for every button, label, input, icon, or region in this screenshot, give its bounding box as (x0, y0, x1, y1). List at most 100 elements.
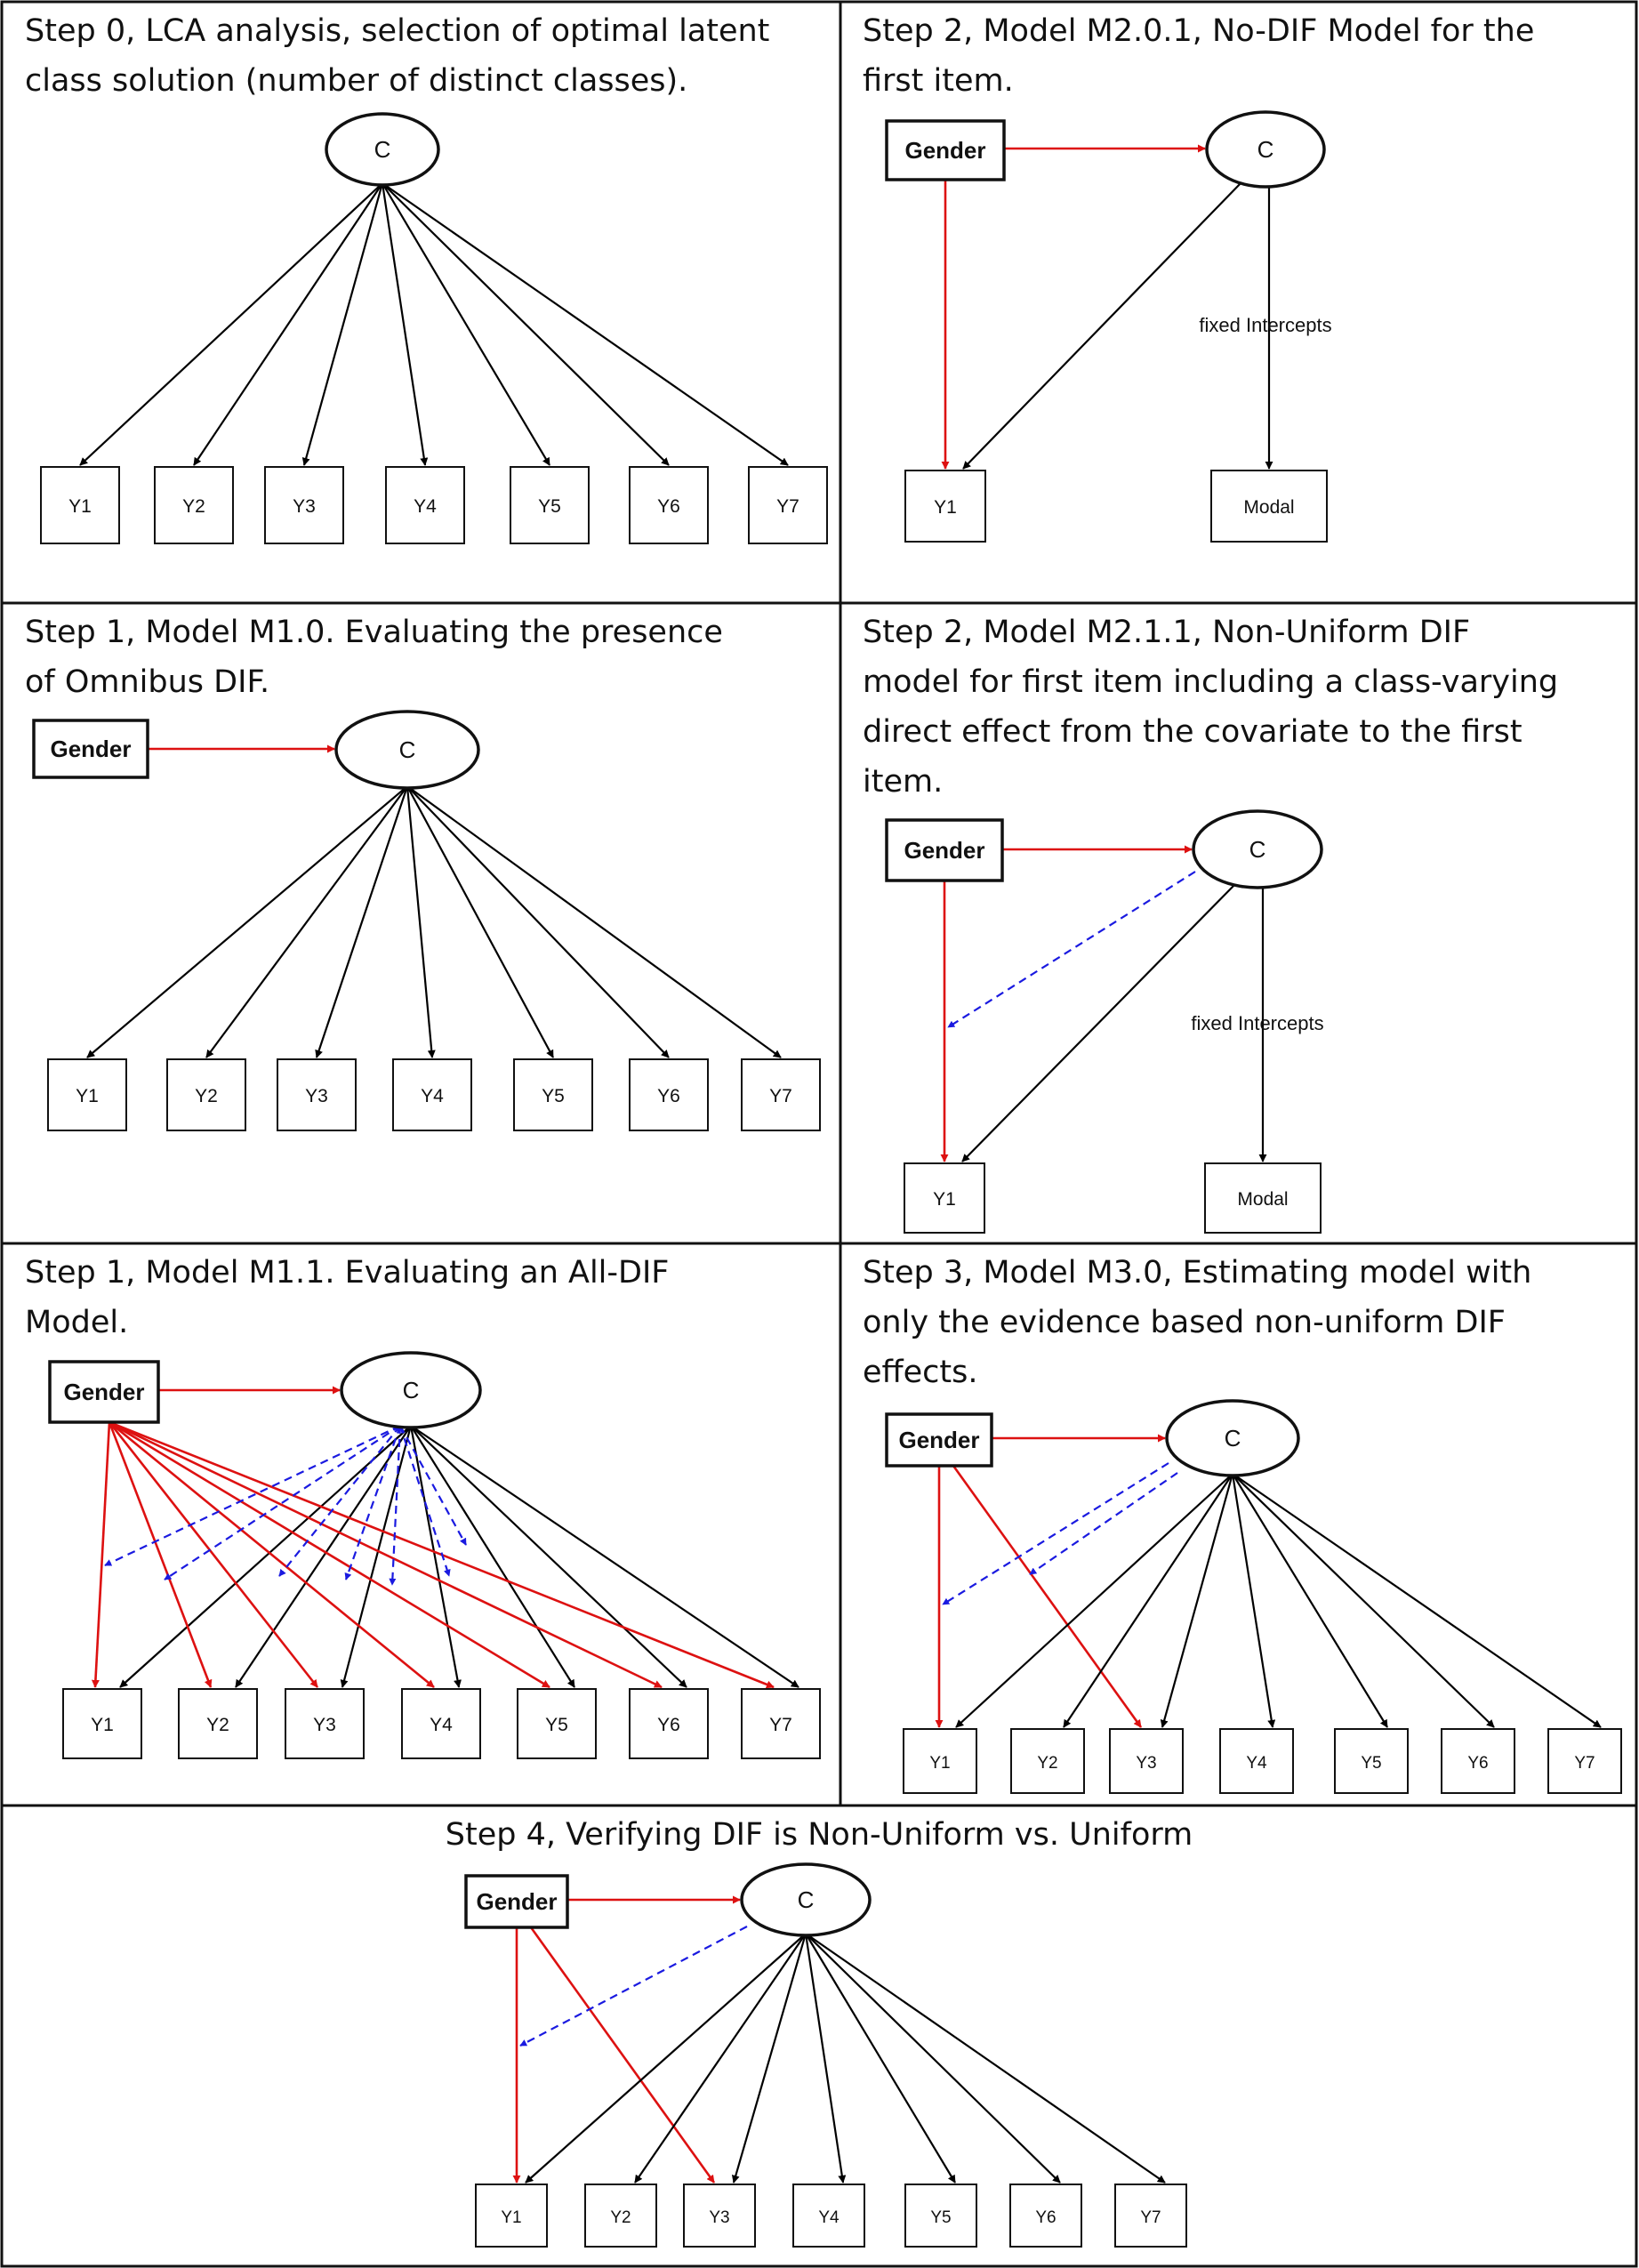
item-modal-label: Modal (1237, 1189, 1288, 1210)
latent-class-c (1165, 1399, 1300, 1477)
item-y6-label: Y6 (1467, 1754, 1488, 1773)
latent-class-c-label: C (798, 1886, 815, 1913)
item-y6 (629, 466, 709, 544)
item-y6-label: Y6 (1035, 2208, 1056, 2227)
item-y4 (792, 2184, 865, 2248)
edge-c-to-y1 (525, 1933, 807, 2184)
panel-title-step2-m201: Step 2, Model M2.0.1, No-DIF Model for t… (863, 13, 1545, 99)
edge-c-to-y2 (634, 1933, 807, 2184)
item-y5-label: Y5 (1361, 1754, 1381, 1773)
item-y3-label: Y3 (293, 496, 316, 517)
item-y6-label: Y6 (657, 1086, 680, 1106)
item-y3-label: Y3 (709, 2208, 729, 2227)
edge-c-to-gender-path-y2-dashed (164, 1425, 401, 1580)
edge-c-to-y7 (805, 1933, 1166, 2184)
edge-c-to-y3 (315, 785, 409, 1058)
covariate-gender (48, 1360, 160, 1424)
item-y6 (629, 1058, 709, 1131)
item-y2 (584, 2184, 657, 2248)
edge-c-to-y6 (382, 182, 670, 466)
edge-c-to-y5 (382, 182, 550, 466)
diagram-edges (79, 144, 1602, 2184)
item-y3 (264, 466, 344, 544)
covariate-gender-label: Gender (904, 137, 985, 164)
panel-title-step0: Step 0, LCA analysis, selection of optim… (25, 13, 780, 99)
item-y1 (40, 466, 120, 544)
item-y5 (517, 1688, 597, 1759)
edge-c-to-gender-path-y4-dashed (344, 1425, 402, 1580)
edge-c-to-y1 (962, 181, 1243, 470)
item-y5 (904, 2184, 977, 2248)
panel-title-step1-m11: Step 1, Model M1.1. Evaluating an All-DI… (25, 1255, 679, 1340)
item-y5-label: Y5 (542, 1086, 565, 1106)
covariate-gender-label: Gender (476, 1888, 557, 1915)
edge-c-to-y4 (381, 182, 429, 466)
edge-c-to-y4 (804, 1933, 847, 2184)
edge-gender-to-y3 (529, 1926, 716, 2184)
edge-c-to-y5 (805, 1933, 956, 2184)
latent-class-c-label: C (1225, 1425, 1241, 1452)
item-y1 (903, 1728, 977, 1794)
item-y6 (1009, 2184, 1082, 2248)
item-y3-label: Y3 (305, 1086, 328, 1106)
item-y7 (741, 1058, 821, 1131)
item-y4 (1219, 1728, 1294, 1794)
item-y7 (748, 466, 828, 544)
item-y7 (1114, 2184, 1187, 2248)
item-modal (1204, 1162, 1322, 1234)
edge-c-to-y6 (410, 1425, 687, 1688)
latent-class-c-label: C (403, 1377, 420, 1403)
edge-c-to-y2 (193, 182, 383, 466)
latent-class-c-label: C (399, 736, 416, 763)
item-y5 (510, 466, 590, 544)
item-y1-label: Y1 (68, 496, 92, 517)
edge-c-to-y3 (301, 182, 384, 466)
item-y1 (904, 1162, 985, 1234)
item-y4-label: Y4 (421, 1086, 444, 1106)
item-y5-label: Y5 (545, 1715, 568, 1735)
edge-c-to-y5 (1232, 1473, 1388, 1728)
item-y6-label: Y6 (657, 496, 680, 517)
edge-label-fixed-intercepts: fixed Intercepts (1191, 1012, 1323, 1034)
edge-c-to-y4 (409, 1425, 462, 1688)
latent-class-c (1205, 110, 1326, 189)
item-y2-label: Y2 (182, 496, 205, 517)
edge-c-to-y6 (1232, 1473, 1495, 1728)
item-y2-label: Y2 (206, 1715, 229, 1735)
item-y4-label: Y4 (430, 1715, 453, 1735)
edge-c-to-gender-path-y1-dashed (104, 1425, 401, 1566)
panel-title-step2-m211: Step 2, Model M2.1.1, Non-Uniform DIF mo… (863, 615, 1568, 800)
item-y2-label: Y2 (1037, 1754, 1057, 1773)
item-y1 (62, 1688, 142, 1759)
edge-c-to-y7 (406, 785, 782, 1058)
panel-title-step3-m30: Step 3, Model M3.0, Estimating model wit… (863, 1255, 1541, 1390)
latent-class-c (334, 710, 480, 790)
item-y3 (683, 2184, 756, 2248)
item-y7 (741, 1688, 821, 1759)
latent-class-c (1192, 809, 1323, 889)
edge-c-to-y2 (235, 1425, 412, 1688)
item-y3 (1109, 1728, 1184, 1794)
item-y2 (1010, 1728, 1085, 1794)
item-y1-label: Y1 (76, 1086, 99, 1106)
edge-c-to-y6 (805, 1933, 1061, 2184)
edge-c-to-y7 (410, 1425, 799, 1688)
edge-c-to-y1 (86, 785, 408, 1058)
edge-gender-to-y1 (91, 1421, 111, 1688)
edge-c-to-y3 (340, 1425, 413, 1688)
edge-c-to-gender-path-y3-dashed (278, 1425, 401, 1577)
item-y7-label: Y7 (769, 1715, 792, 1735)
item-y2 (154, 466, 234, 544)
edge-gender-to-y3 (952, 1465, 1143, 1728)
covariate-gender (885, 119, 1006, 181)
item-y4 (392, 1058, 472, 1131)
latent-class-c-label: C (374, 136, 391, 163)
edge-c-to-gender-path-dashed (947, 871, 1196, 1028)
item-y1-label: Y1 (501, 2208, 521, 2227)
edge-gender-to-y5 (108, 1420, 550, 1689)
item-y7-label: Y7 (1140, 2208, 1161, 2227)
edge-c-to-y7 (382, 182, 789, 466)
item-y4-label: Y4 (818, 2208, 840, 2227)
